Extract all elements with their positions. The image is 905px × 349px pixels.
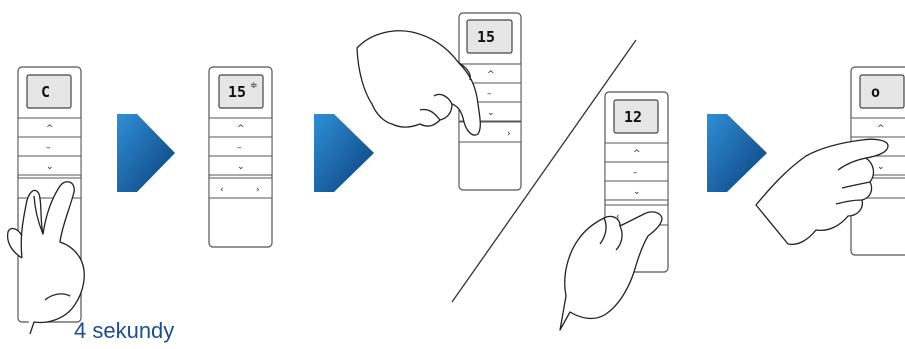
nav-row[interactable] — [208, 177, 273, 199]
down-button-label: ⌄ — [633, 187, 641, 197]
stop-button-label: – — [237, 143, 242, 153]
up-button-label: ^ — [237, 124, 245, 134]
down-button-label: ⌄ — [46, 162, 54, 172]
up-button-label: ^ — [877, 124, 885, 134]
down-button-label: ⌄ — [237, 162, 245, 172]
lcd-display — [859, 74, 905, 109]
lcd-value: 12 — [624, 108, 642, 126]
down-button-label: ⌄ — [877, 162, 885, 172]
lcd-value: C — [41, 83, 50, 101]
stop-button-label: – — [633, 168, 638, 178]
lcd-indicator: ≑ — [250, 81, 258, 91]
down-button[interactable] — [604, 180, 669, 201]
lcd-value: 15 — [477, 28, 495, 46]
lcd-display — [218, 74, 264, 109]
lcd-display — [466, 19, 513, 54]
nav-left-label: ‹ — [616, 212, 620, 222]
hand-pointing-icon — [356, 30, 481, 136]
down-button[interactable] — [208, 155, 273, 176]
divider-slash — [451, 39, 637, 303]
lcd-display — [613, 99, 659, 134]
arrow-right-icon — [117, 114, 175, 192]
arrow-right-icon — [707, 114, 767, 192]
hand-two-fingers-icon — [6, 181, 85, 335]
up-button-label: ^ — [46, 124, 54, 134]
nav-right-label: › — [256, 185, 260, 195]
up-button-label: ^ — [633, 149, 641, 159]
stop-button-label: – — [487, 89, 492, 99]
lcd-value: o — [871, 83, 880, 101]
hand-pointing-icon — [755, 138, 889, 246]
hand-pointing-icon — [559, 211, 663, 331]
arrow-right-icon — [314, 114, 374, 192]
duration-caption: 4 sekundy — [74, 318, 175, 343]
stop-button-label: – — [46, 143, 51, 153]
lcd-display — [26, 74, 72, 109]
down-button[interactable] — [17, 155, 82, 176]
nav-left-label: ‹ — [220, 185, 224, 195]
remote-2: 15 ≑ ^ – ⌄ ‹ › — [208, 66, 273, 248]
lcd-value: 15 — [228, 83, 246, 101]
down-button-label: ⌄ — [487, 108, 495, 118]
nav-right-label: › — [507, 129, 511, 139]
up-button-label: ^ — [487, 70, 495, 80]
